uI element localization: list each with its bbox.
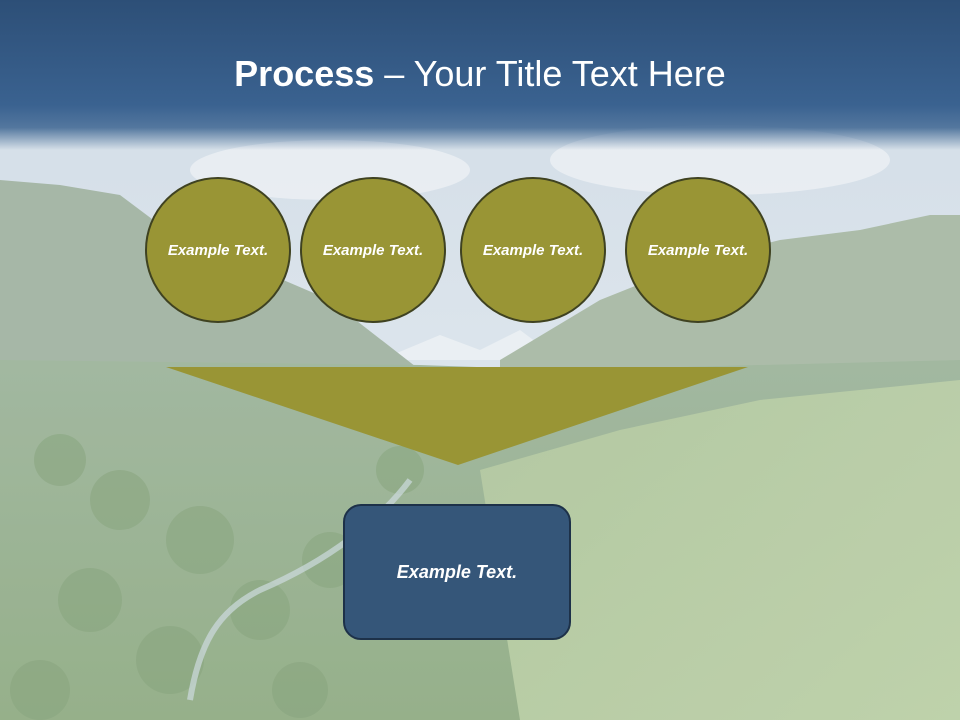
title-bar [0,0,960,150]
title-text: – Your Title Text Here [374,53,726,94]
title-emphasis: Process [234,53,375,94]
process-step-label: Example Text. [167,241,269,259]
funnel-arrow [166,367,748,465]
process-step-circle: Example Text. [300,177,446,323]
result-box: Example Text. [343,504,571,640]
process-step-circle: Example Text. [145,177,291,323]
slide-title: Process – Your Title Text Here [0,50,960,98]
process-step-label: Example Text. [647,241,749,259]
process-step-label: Example Text. [322,241,424,259]
process-step-circle: Example Text. [460,177,606,323]
result-label: Example Text. [396,562,518,582]
process-step-circle: Example Text. [625,177,771,323]
process-step-label: Example Text. [482,241,584,259]
